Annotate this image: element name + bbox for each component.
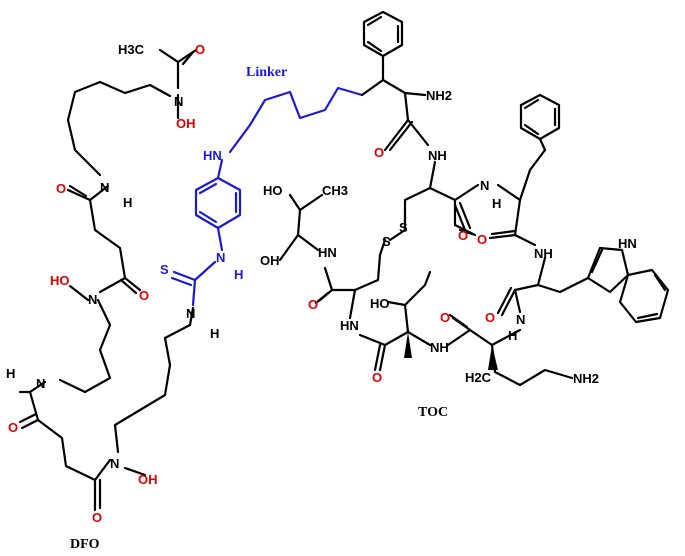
atom-nh2-top: NH2	[426, 88, 452, 103]
atom-n-dfo-bot: N	[110, 456, 119, 471]
atom-hn-toc2: HN	[318, 245, 337, 260]
atom-h2c: H2C	[465, 370, 492, 385]
label-dfo: DFO	[70, 537, 100, 552]
atom-n-toc3: N	[480, 178, 489, 193]
atom-o-toc4: O	[308, 297, 318, 312]
atom-s1: S	[382, 234, 391, 249]
atom-h-dfo1: H	[123, 195, 132, 210]
atom-o-dfo3: O	[8, 420, 18, 435]
atom-oh-thr: OH	[260, 253, 280, 268]
atom-o-dfo1: O	[56, 181, 66, 196]
atom-h-dfo2: H	[6, 366, 15, 381]
atom-s2: S	[399, 220, 408, 235]
atom-h3c: H3C	[118, 42, 145, 57]
atom-h-toc3: H	[492, 196, 501, 211]
atom-hn-indole: HN	[618, 236, 637, 251]
atom-h-thiourea1: H	[234, 267, 243, 282]
atom-n-thiourea2: N	[186, 306, 195, 321]
atom-o-toc6: O	[440, 310, 450, 325]
atom-o-toc7: O	[485, 310, 495, 325]
atom-o-toc3: O	[477, 232, 487, 247]
dfo-chain	[18, 48, 198, 512]
atom-ho-thr2: HO	[370, 296, 390, 311]
toc-peptide	[278, 10, 670, 387]
label-linker: Linker	[246, 65, 287, 80]
atom-o-dfo4: O	[92, 510, 102, 525]
atom-n-thiourea1: N	[216, 250, 225, 265]
linker-chain	[170, 86, 364, 307]
atom-nh-toc6: NH	[430, 340, 449, 355]
atom-h-thiourea2: H	[210, 326, 219, 341]
atom-oh-dfo-bot: OH	[138, 472, 158, 487]
atom-s-thiourea: S	[160, 262, 169, 277]
atom-nh-toc4: NH	[534, 246, 553, 261]
atom-ho-dfo-mid: HO	[50, 273, 70, 288]
label-toc: TOC	[418, 405, 448, 420]
atom-ho-thr: HO	[263, 183, 283, 198]
atom-oh-top: OH	[176, 116, 196, 131]
atom-o-dfo2: O	[139, 288, 149, 303]
atom-o-acetyl: O	[195, 42, 205, 57]
atom-n-top: N	[174, 94, 183, 109]
atom-n-toc7: N	[516, 312, 525, 327]
atom-nh2-lys: NH2	[573, 371, 599, 386]
atom-nh-toc1: NH	[428, 148, 447, 163]
atom-hn-toc5: HN	[340, 318, 359, 333]
atom-n-dfo-mid: N	[88, 292, 97, 307]
atom-o-toc2: O	[458, 228, 468, 243]
atom-n-dfo1: N	[100, 180, 109, 195]
atom-o-toc5: O	[372, 370, 382, 385]
atom-h-toc7: H	[508, 328, 517, 343]
atom-ch3-thr: CH3	[322, 183, 348, 198]
atom-n-dfo2: N	[36, 376, 45, 391]
atom-o-toc1: O	[374, 145, 384, 160]
atom-hn-linker: HN	[203, 148, 222, 163]
